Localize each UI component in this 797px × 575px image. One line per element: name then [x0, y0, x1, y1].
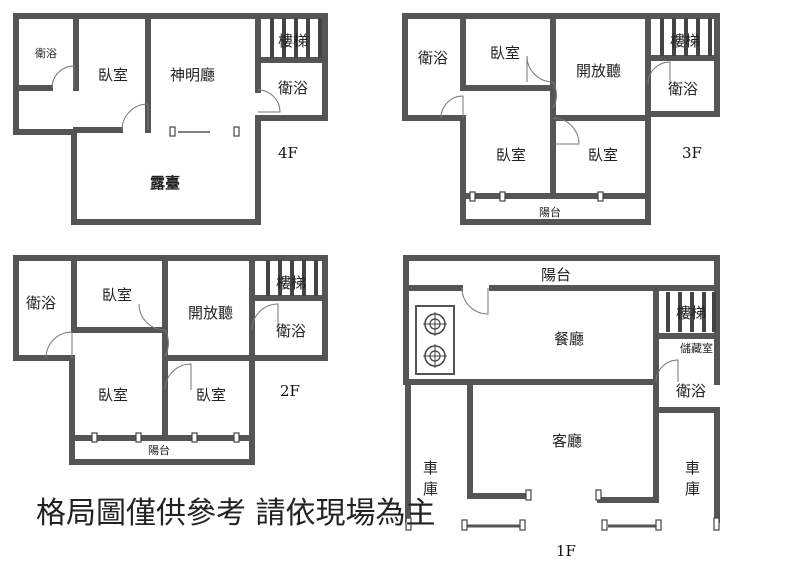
stairs-3f-icon	[660, 18, 712, 56]
wall-post	[135, 432, 142, 443]
stove-icon	[415, 305, 455, 375]
wall-post	[595, 489, 602, 501]
wall-post	[525, 489, 532, 501]
room-label-stairs: 樓梯	[278, 32, 308, 50]
wall-post	[499, 191, 506, 202]
room-label-living: 客廳	[552, 432, 582, 450]
room-label-bath: 衛浴	[418, 49, 448, 67]
room-label-bath: 衛浴	[278, 79, 308, 97]
room-label-terrace: 露臺	[150, 174, 180, 192]
room-label-bedroom: 臥室	[196, 386, 226, 404]
wall-post	[519, 519, 526, 531]
wall-post	[169, 126, 176, 137]
disclaimer-text: 格局圖僅供參考 請依現場為主	[36, 496, 436, 531]
wall-post	[233, 126, 240, 137]
floor-plan-1f: 陽台 餐廳 樓梯 儲藏室 衛浴 客廳 車庫 車庫 1F	[403, 255, 720, 560]
wall-post	[655, 519, 662, 531]
room-label-bedroom: 臥室	[490, 44, 520, 62]
wall-post	[405, 517, 412, 531]
floor-plan-4f: 衛浴 臥室 神明廳 樓梯 衛浴 露臺 4F	[13, 13, 328, 225]
room-label-open-living: 開放聽	[576, 62, 621, 80]
room-label-bath: 衛浴	[676, 382, 706, 400]
stairs-1f-icon	[666, 292, 716, 332]
room-label-balcony: 陽台	[539, 205, 561, 219]
door-swing-3f	[440, 55, 671, 145]
room-label-shrine: 神明廳	[170, 66, 215, 84]
wall-post	[469, 191, 476, 202]
room-label-bath-small: 衛浴	[35, 47, 57, 60]
door-swing-4f	[51, 65, 281, 133]
floor-label-3f: 3F	[682, 144, 702, 162]
wall-post	[91, 432, 98, 443]
wall-post	[233, 432, 240, 443]
room-label-bath: 衛浴	[26, 294, 56, 312]
room-label-stairs: 樓梯	[676, 304, 706, 322]
room-label-garage-left: 車庫	[421, 460, 439, 502]
floor-label-2f: 2F	[280, 382, 300, 400]
wall-post	[601, 519, 608, 531]
room-label-dining: 餐廳	[554, 330, 584, 348]
wall-post	[191, 432, 198, 443]
room-label-stairs: 樓梯	[670, 32, 700, 50]
room-label-balcony: 陽台	[148, 443, 170, 457]
floor-plan-3f: 衛浴 臥室 開放聽 樓梯 衛浴 臥室 臥室 陽台 3F	[402, 13, 720, 225]
room-label-balcony: 陽台	[541, 266, 571, 284]
wall-post	[713, 517, 720, 531]
room-label-stairs: 樓梯	[276, 274, 306, 292]
stairs-2f-icon	[266, 260, 318, 296]
room-label-bath: 衛浴	[668, 80, 698, 98]
wall-post	[461, 519, 468, 531]
room-label-bedroom: 臥室	[98, 386, 128, 404]
door-swing-1f	[461, 287, 679, 383]
room-label-storage: 儲藏室	[680, 341, 713, 355]
floor-plan-2f: 衛浴 臥室 開放聽 樓梯 衛浴 臥室 臥室 陽台 2F	[13, 255, 328, 465]
room-label-bedroom: 臥室	[102, 286, 132, 304]
room-label-bedroom: 臥室	[496, 146, 526, 164]
room-label-garage-right: 車庫	[683, 460, 701, 502]
room-label-open-living: 開放聽	[188, 304, 233, 322]
stairs-4f-icon	[270, 18, 322, 58]
floor-label-1f: 1F	[556, 542, 576, 560]
room-label-bath: 衛浴	[276, 322, 306, 340]
room-label-bedroom: 臥室	[588, 146, 618, 164]
door-swing-2f	[45, 303, 279, 391]
floor-label-4f: 4F	[278, 144, 298, 162]
wall-post	[597, 191, 604, 202]
room-label-bedroom: 臥室	[98, 66, 128, 84]
